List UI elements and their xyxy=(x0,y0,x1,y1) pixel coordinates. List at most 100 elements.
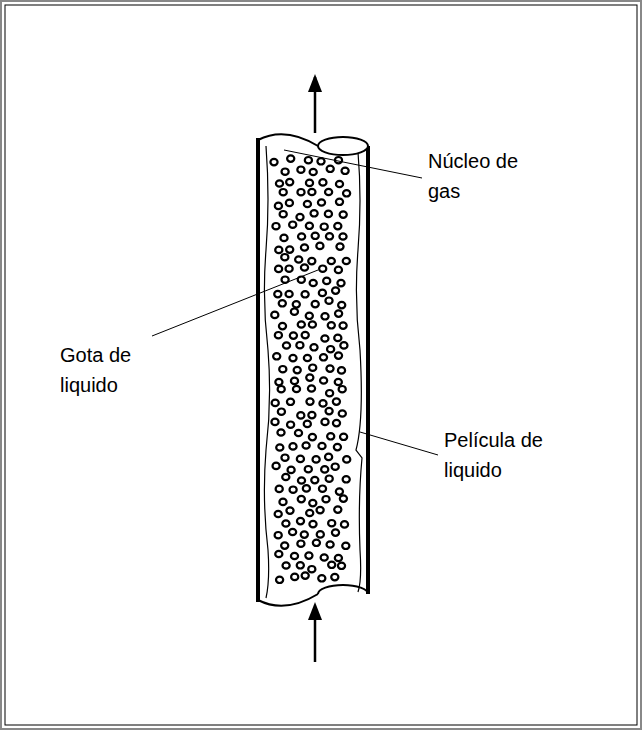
pipe-opening xyxy=(318,585,368,594)
liquid-droplet xyxy=(302,291,309,297)
liquid-droplet xyxy=(308,412,315,418)
liquid-droplet xyxy=(327,541,334,547)
liquid-droplet xyxy=(291,553,298,559)
liquid-droplet xyxy=(274,291,281,297)
liquid-droplet xyxy=(311,210,318,216)
liquid-droplet xyxy=(325,211,332,217)
liquid-droplet xyxy=(305,157,312,163)
liquid-droplet xyxy=(296,342,303,348)
part-label: Núcleo de gas xyxy=(428,146,546,206)
liquid-droplet xyxy=(290,487,297,493)
liquid-droplet xyxy=(335,555,342,561)
part-label: Gota de liquido xyxy=(60,340,160,400)
liquid-droplet xyxy=(323,278,330,284)
liquid-droplet xyxy=(301,264,308,270)
liquid-droplet xyxy=(306,374,313,380)
liquid-droplet xyxy=(320,377,327,383)
liquid-droplet xyxy=(319,400,326,406)
liquid-droplet xyxy=(334,444,341,450)
liquid-droplet xyxy=(295,430,302,436)
liquid-droplet xyxy=(321,313,328,319)
liquid-droplet xyxy=(282,474,289,480)
liquid-droplet xyxy=(340,434,347,440)
liquid-droplet xyxy=(319,179,326,185)
liquid-droplet xyxy=(322,496,329,502)
liquid-droplet xyxy=(306,223,313,229)
liquid-droplet xyxy=(313,540,320,546)
liquid-droplet xyxy=(310,344,317,350)
liquid-droplet xyxy=(275,266,282,272)
liquid-droplet xyxy=(331,574,338,580)
liquid-droplet xyxy=(308,566,315,572)
liquid-droplet xyxy=(325,454,332,460)
liquid-droplet xyxy=(283,562,290,568)
liquid-droplet xyxy=(306,180,313,186)
liquid-droplet xyxy=(335,379,342,385)
liquid-droplet xyxy=(287,399,294,405)
pipe-end xyxy=(258,134,318,146)
liquid-droplet xyxy=(290,332,297,338)
liquid-droplet xyxy=(321,224,328,230)
arrow-head xyxy=(308,74,322,92)
liquid-droplet xyxy=(283,342,290,348)
liquid-droplet xyxy=(279,499,286,505)
liquid-droplet xyxy=(312,233,319,239)
liquid-droplet xyxy=(333,420,340,426)
liquid-droplet xyxy=(294,367,301,373)
liquid-droplet xyxy=(319,290,326,296)
liquid-droplet xyxy=(319,486,326,492)
liquid-droplet xyxy=(286,266,293,272)
liquid-droplet xyxy=(279,300,286,306)
liquid-droplet xyxy=(318,199,325,205)
liquid-droplet xyxy=(332,529,339,535)
liquid-droplet xyxy=(316,243,323,249)
liquid-droplet xyxy=(270,159,277,165)
liquid-droplet xyxy=(280,189,287,195)
liquid-droplet xyxy=(303,485,310,491)
liquid-droplet xyxy=(277,429,284,435)
liquid-droplet xyxy=(286,179,293,185)
liquid-droplet xyxy=(327,166,334,172)
liquid-droplet xyxy=(275,379,282,385)
liquid-droplet xyxy=(302,332,309,338)
liquid-droplet xyxy=(343,190,350,196)
liquid-droplet xyxy=(339,386,346,392)
leader-line xyxy=(152,270,318,336)
liquid-droplet xyxy=(319,266,326,272)
liquid-droplet xyxy=(275,203,282,209)
liquid-droplet xyxy=(306,510,313,516)
liquid-droplet xyxy=(313,456,320,462)
liquid-droplet xyxy=(334,223,341,229)
liquid-droplet xyxy=(320,354,327,360)
liquid-droplet xyxy=(280,211,287,217)
liquid-droplet xyxy=(328,562,335,568)
liquid-droplet xyxy=(293,386,300,392)
liquid-droplet xyxy=(287,422,294,428)
leader-line xyxy=(284,150,422,178)
liquid-droplet xyxy=(289,529,296,535)
liquid-droplet xyxy=(289,355,296,361)
liquid-droplet xyxy=(305,466,312,472)
liquid-droplet xyxy=(295,256,302,262)
liquid-droplet xyxy=(343,258,350,264)
liquid-droplet xyxy=(298,233,305,239)
liquid-droplet xyxy=(276,577,283,583)
liquid-droplet xyxy=(338,367,345,373)
liquid-droplet xyxy=(286,200,293,206)
liquid-droplet xyxy=(286,507,293,513)
liquid-droplet xyxy=(335,267,342,273)
liquid-droplet xyxy=(340,211,347,217)
liquid-droplet xyxy=(309,365,316,371)
liquid-droplet xyxy=(291,309,298,315)
liquid-droplet xyxy=(276,180,283,186)
liquid-droplet xyxy=(301,531,308,537)
liquid-droplet xyxy=(305,552,312,558)
liquid-droplet xyxy=(291,378,298,384)
liquid-droplet xyxy=(321,554,328,560)
liquid-droplet xyxy=(279,323,286,329)
liquid-droplet xyxy=(341,521,348,527)
liquid-droplet xyxy=(339,233,346,239)
liquid-droplet xyxy=(310,169,317,175)
liquid-droplet xyxy=(317,531,324,537)
liquid-droplet xyxy=(337,280,344,286)
